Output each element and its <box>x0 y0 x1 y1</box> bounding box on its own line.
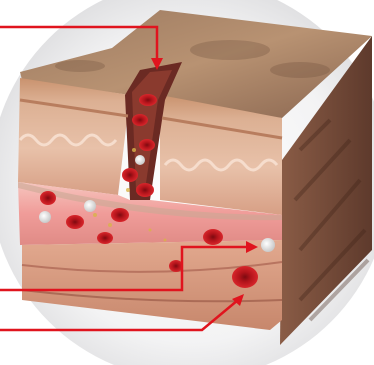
white-blood-cell <box>84 200 96 212</box>
red-blood-cell <box>232 266 258 288</box>
red-blood-cell <box>139 94 157 106</box>
red-blood-cell <box>203 229 223 245</box>
red-blood-cell <box>40 191 56 205</box>
red-blood-cell <box>97 232 113 244</box>
white-blood-cell <box>135 155 145 165</box>
epidermis-left-front <box>18 78 130 195</box>
red-blood-cell <box>66 215 84 229</box>
red-blood-cell <box>132 114 148 126</box>
red-blood-cell <box>111 208 129 222</box>
red-blood-cell <box>122 168 138 182</box>
white-blood-cell <box>261 238 275 252</box>
red-blood-cell <box>139 139 155 151</box>
red-blood-cell <box>136 183 154 197</box>
white-blood-cell <box>39 211 51 223</box>
